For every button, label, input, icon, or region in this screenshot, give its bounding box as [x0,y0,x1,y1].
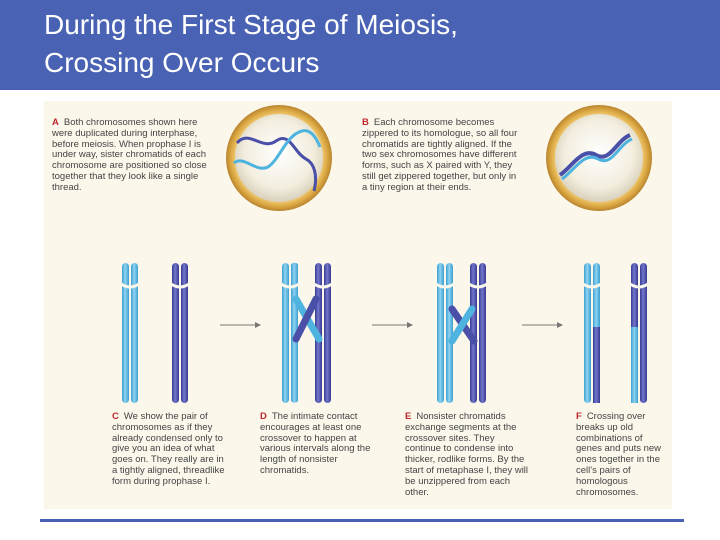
caption-f-text: Crossing over breaks up old combinations… [576,411,662,498]
cell-a-nucleus [226,105,332,211]
slide-title: During the First Stage of Meiosis, Cross… [44,6,458,82]
slide-title-line-2: Crossing Over Occurs [44,47,320,78]
slide-header: During the First Stage of Meiosis, Cross… [0,0,720,90]
slide-title-line-1: During the First Stage of Meiosis, [44,9,458,40]
stage-c-chromosomes [120,263,190,403]
meiosis-illustration [120,105,652,403]
stage-e-chromosomes [435,263,488,403]
footer-divider [40,519,684,522]
caption-b-text: Each chromosome becomes zippered to its … [362,117,518,193]
caption-b-letter: B [362,117,369,128]
caption-d-text: The intimate contact encourages at least… [260,411,371,476]
caption-c-text: We show the pair of chromosomes as if th… [112,411,225,487]
caption-e-letter: E [405,411,412,422]
cell-b-nucleus [546,105,652,211]
caption-d-letter: D [260,411,267,422]
stage-f-chromosomes [582,263,649,403]
caption-f-letter: F [576,411,582,422]
stage-d-chromosomes [280,262,333,403]
caption-e-text: Nonsister chromatids exchange segments a… [405,411,529,498]
caption-a-text: Both chromosomes shown here were duplica… [52,117,207,193]
caption-a-letter: A [52,117,59,128]
caption-c-letter: C [112,411,119,422]
